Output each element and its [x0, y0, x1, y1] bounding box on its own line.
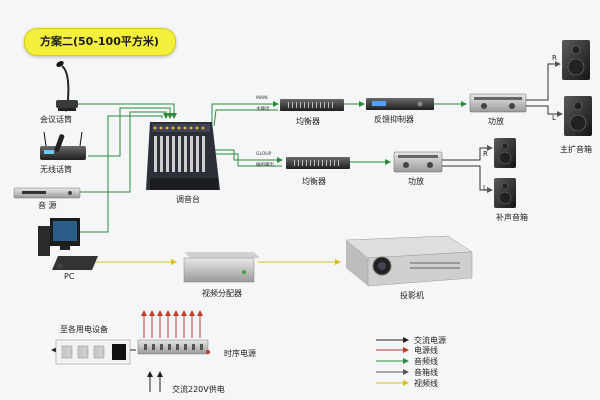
projector-icon	[345, 235, 473, 287]
audio-wires	[65, 101, 467, 233]
title-badge	[24, 28, 176, 56]
main-speaker-right-icon	[562, 40, 590, 80]
label-ac-power: 交流220V供电	[172, 385, 225, 394]
amplifier-top-icon	[469, 93, 527, 113]
pc-icon	[38, 218, 98, 270]
label-audio-source: 音 源	[38, 201, 57, 210]
label-power-devices: 至各用电设备	[60, 325, 108, 334]
mixer-console-icon	[146, 122, 220, 190]
power-outlets-icon	[55, 339, 131, 365]
legend-power: 电源线	[414, 346, 438, 355]
monitor-speaker-right-icon	[494, 138, 516, 168]
diagram-title: 方案二(50-100平方米)	[40, 35, 159, 48]
label-sequencer: 时序电源	[224, 349, 256, 358]
tag-group-out-cn: 编组输出	[256, 163, 274, 168]
legend	[376, 337, 409, 386]
legend-speaker: 音箱线	[414, 368, 438, 377]
tag-r-bottom: R	[483, 150, 488, 158]
label-amp-top: 功放	[488, 117, 504, 126]
tag-l-top: L	[552, 114, 556, 122]
gooseneck-mic-icon	[56, 61, 78, 111]
legend-ac: 交流电源	[414, 336, 446, 345]
tag-main-out: MAIN	[256, 96, 268, 101]
label-mixer: 调音台	[176, 195, 200, 204]
label-wireless-mic: 无线话筒	[40, 165, 72, 174]
tag-group-out: GLOUP	[256, 152, 272, 157]
video-splitter-icon	[183, 252, 260, 283]
dvd-player-icon	[13, 187, 81, 199]
equalizer-top-icon	[280, 99, 344, 111]
sequencer-power-icon	[137, 310, 210, 355]
label-feedback-suppressor: 反馈抑制器	[374, 115, 414, 124]
label-meeting-mic: 会议话筒	[40, 115, 72, 124]
label-main-speaker: 主扩音箱	[560, 145, 592, 154]
feedback-suppressor-icon	[366, 98, 434, 110]
label-monitor-speaker: 补声音箱	[496, 213, 528, 222]
tag-main-out-cn: 主输出	[256, 107, 270, 112]
label-projector: 投影机	[400, 291, 424, 300]
tag-r-top: R	[552, 54, 557, 62]
amplifier-bottom-icon	[393, 151, 443, 173]
label-eq-bottom: 均衡器	[302, 177, 326, 186]
label-video-splitter: 视频分配器	[202, 289, 242, 298]
label-pc: PC	[64, 272, 75, 281]
label-eq-top: 均衡器	[296, 117, 320, 126]
legend-video: 视频线	[414, 379, 438, 388]
monitor-speaker-left-icon	[494, 178, 516, 208]
speaker-wires	[442, 61, 563, 193]
tag-l-bottom: L	[483, 184, 487, 192]
main-speaker-left-icon	[564, 96, 592, 136]
equalizer-bottom-icon	[286, 157, 350, 169]
wireless-mic-icon	[40, 131, 86, 160]
legend-audio: 音频线	[414, 357, 438, 366]
label-amp-bottom: 功放	[408, 177, 424, 186]
